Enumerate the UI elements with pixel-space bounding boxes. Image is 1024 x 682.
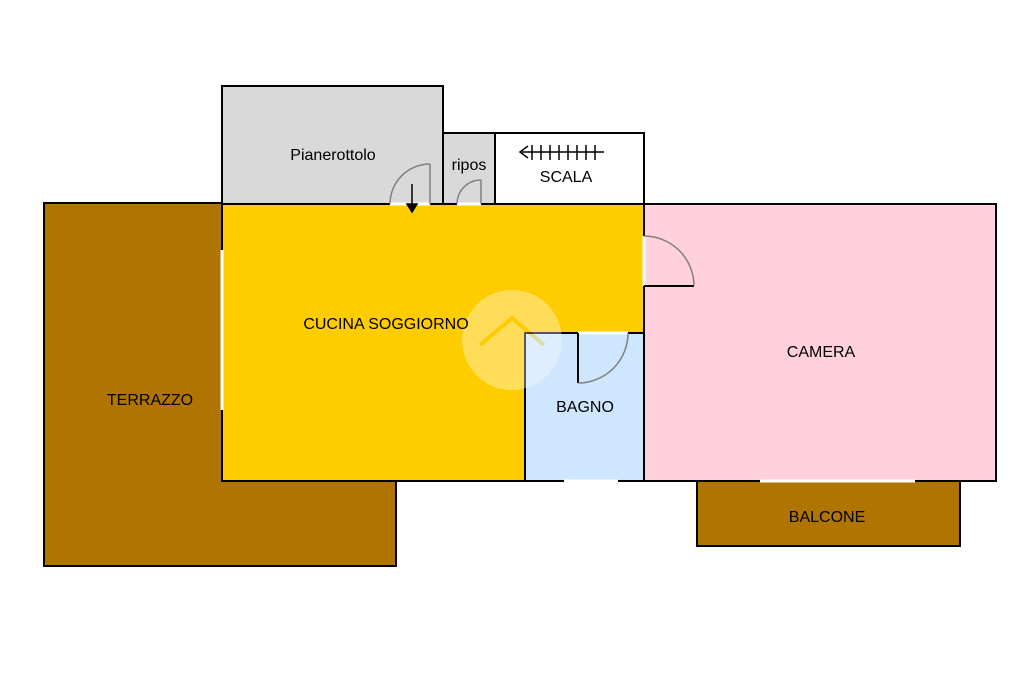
camera-label: CAMERA — [787, 344, 856, 361]
stair-arrow-icon — [518, 145, 604, 160]
balcone-area — [696, 480, 961, 547]
balcone-label: BALCONE — [789, 509, 865, 526]
door-swings — [389, 163, 695, 384]
bagno-area — [524, 332, 645, 482]
watermark-logo — [462, 290, 562, 390]
camera-area — [643, 203, 997, 482]
ripos-label: ripos — [452, 157, 487, 174]
cucina-soggiorno-label: CUCINA SOGGIORNO — [303, 316, 468, 333]
pianerottolo-label: Pianerottolo — [290, 147, 375, 164]
pianerottolo-area — [221, 85, 444, 205]
entry-arrow-icon — [405, 184, 419, 214]
scala-area — [494, 132, 645, 205]
scala-label: SCALA — [540, 169, 593, 186]
bagno-label: BAGNO — [556, 399, 614, 416]
door-openings — [220, 202, 915, 483]
terrazzo-label: TERRAZZO — [107, 392, 193, 409]
